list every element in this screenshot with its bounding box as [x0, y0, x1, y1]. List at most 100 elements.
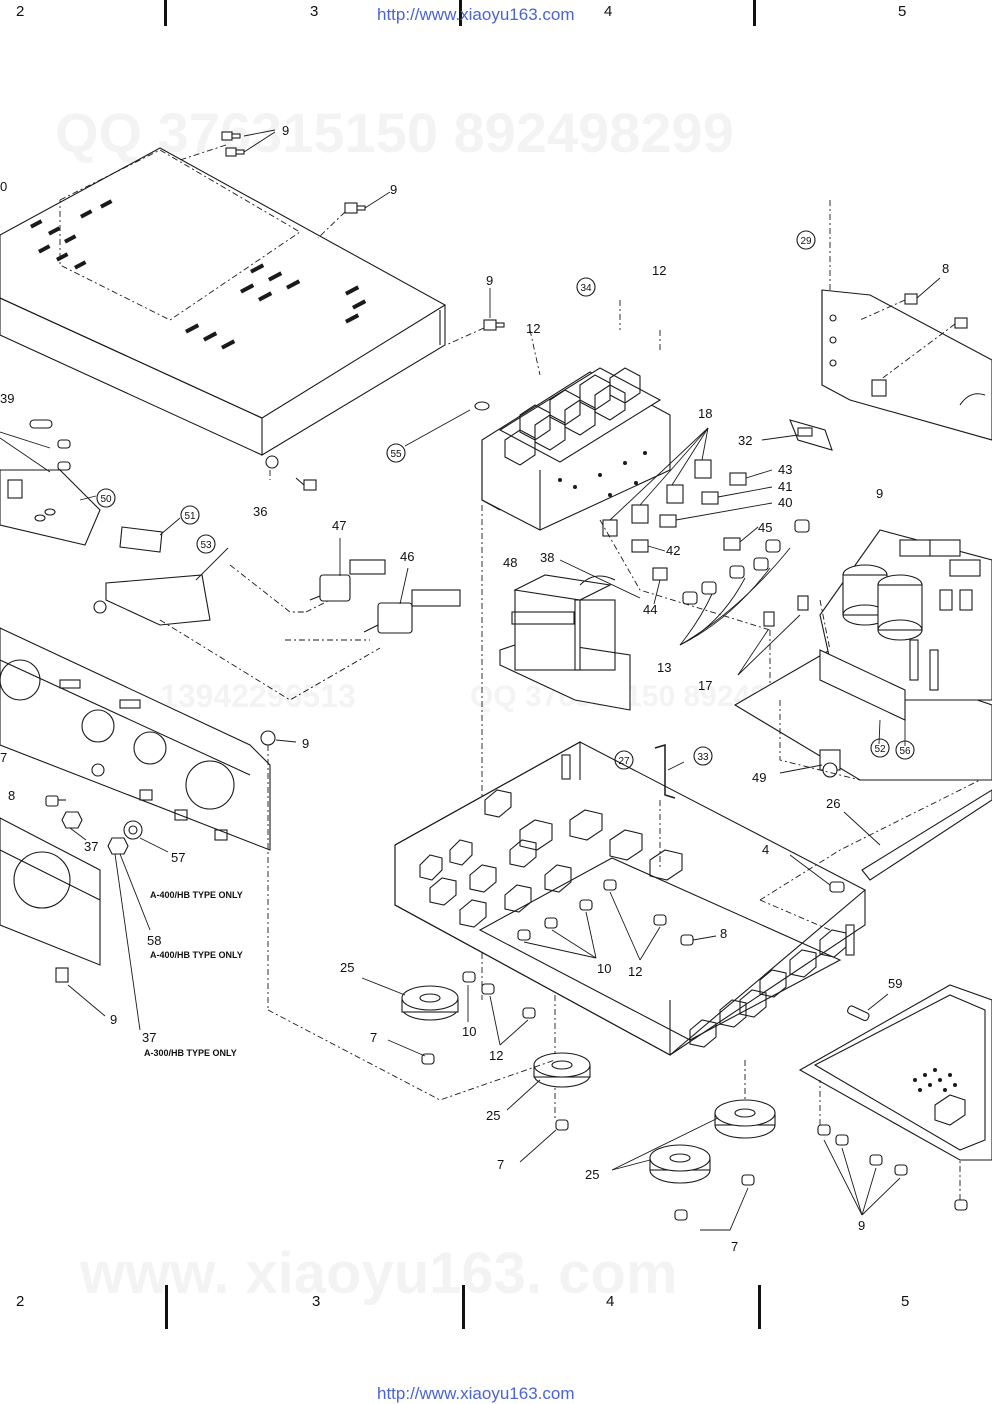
callout-label: 12	[652, 263, 666, 278]
top-ruler: 2 3 4 5 http://www.xiaoyu163.com	[0, 0, 992, 30]
callout-label: 25	[585, 1167, 599, 1182]
callout-label: 7	[497, 1157, 504, 1172]
callout-label: 8	[942, 261, 949, 276]
callout-label: 27	[618, 756, 630, 767]
type-notes: A-400/HB TYPE ONLY A-400/HB TYPE ONLY A-…	[144, 890, 243, 1058]
top-cover	[0, 147, 447, 469]
callout-label: 17	[698, 678, 712, 693]
column-number: 5	[898, 3, 907, 20]
type-note: A-400/HB TYPE ONLY	[150, 950, 243, 960]
feet	[267, 977, 776, 1184]
cover-screws	[179, 129, 505, 491]
callout-label: 13	[657, 660, 671, 675]
callout-label: 56	[899, 746, 911, 757]
callout-label: 7	[0, 750, 7, 765]
callout-label: 12	[526, 321, 540, 336]
callout-label: 50	[100, 494, 112, 505]
fuse-board	[0, 419, 101, 546]
bottom-plate	[798, 984, 992, 1216]
rod-26	[759, 779, 992, 931]
column-number: 2	[16, 3, 25, 20]
callout-label: 40	[778, 495, 792, 510]
callout-label: 59	[888, 976, 902, 991]
callout-label: 37	[142, 1030, 156, 1045]
part-55	[404, 401, 490, 447]
ruler-tick	[164, 0, 167, 26]
callout-label: 12	[489, 1048, 503, 1063]
power-transistors	[602, 427, 773, 605]
watermark-site: www. xiaoyu163. com	[80, 1240, 677, 1307]
callout-label: 45	[758, 520, 772, 535]
callout-label: 26	[826, 796, 840, 811]
front-subpanel	[0, 627, 271, 851]
callout-label: 18	[698, 406, 712, 421]
column-number: 4	[606, 1293, 615, 1310]
callout-label: 9	[486, 273, 493, 288]
callout-label: 39	[0, 391, 14, 406]
screws-13	[679, 519, 810, 646]
callout-label: 42	[666, 543, 680, 558]
heatsink	[481, 367, 671, 1000]
callout-label: 49	[752, 770, 766, 785]
front-fasteners	[45, 730, 297, 1031]
ruler-tick	[753, 0, 756, 26]
column-number: 3	[310, 3, 319, 20]
callout-label: 9	[282, 123, 289, 138]
callout-label: 34	[580, 283, 592, 294]
callout-label: 41	[778, 479, 792, 494]
rear-panel	[821, 277, 992, 441]
callout-labels: 9 9 9 12 12 34 29 8 39 18 32 55 43 41 40…	[0, 123, 949, 1254]
callout-label: 25	[486, 1108, 500, 1123]
chassis-screws	[387, 879, 755, 1231]
callout-label: 7	[731, 1239, 738, 1254]
callout-label: 33	[697, 752, 709, 763]
callout-label: 10	[597, 961, 611, 976]
callout-label: 48	[503, 555, 517, 570]
callout-label: 9	[110, 1012, 117, 1027]
callout-label: 36	[253, 504, 267, 519]
footer-url-link[interactable]: http://www.xiaoyu163.com	[377, 1384, 575, 1403]
callout-label: 46	[400, 549, 414, 564]
callout-label: 57	[171, 850, 185, 865]
front-panel	[0, 817, 106, 1017]
callout-label: 12	[628, 964, 642, 979]
callout-label: 9	[390, 182, 397, 197]
callout-label: 44	[643, 602, 657, 617]
main-pcb	[733, 529, 992, 781]
callout-label: 32	[738, 433, 752, 448]
bottom-ruler: 2 3 4 5	[0, 1285, 992, 1335]
ruler-tick	[165, 1285, 168, 1329]
callout-label: 8	[720, 926, 727, 941]
callout-label: 29	[800, 236, 812, 247]
callout-label: 9	[876, 486, 883, 501]
type-note: A-400/HB TYPE ONLY	[150, 890, 243, 900]
watermark-phone: 13942296513	[160, 678, 356, 715]
switches	[285, 538, 461, 641]
callout-label: 38	[540, 550, 554, 565]
power-transformer	[499, 559, 641, 711]
callout-label: 43	[778, 462, 792, 477]
assembly-lines	[159, 200, 861, 870]
callout-label: 53	[200, 540, 212, 551]
callout-label: 58	[147, 933, 161, 948]
bracket-32	[761, 419, 833, 451]
callout-label: 0	[0, 179, 7, 194]
callout-label: 10	[462, 1024, 476, 1039]
ruler-tick	[459, 0, 462, 26]
column-number: 5	[901, 1293, 910, 1310]
callout-label: 4	[762, 842, 769, 857]
chassis	[394, 741, 866, 1056]
callout-label: 47	[332, 518, 346, 533]
callout-label: 9	[858, 1218, 865, 1233]
callout-label: 9	[302, 736, 309, 751]
header-url-link[interactable]: http://www.xiaoyu163.com	[377, 5, 575, 24]
column-number: 3	[312, 1293, 321, 1310]
type-note: A-300/HB TYPE ONLY	[144, 1048, 237, 1058]
column-number: 4	[604, 3, 613, 20]
callout-label: 52	[874, 744, 886, 755]
ruler-tick	[462, 1285, 465, 1329]
callout-label: 7	[370, 1030, 377, 1045]
callout-label: 51	[184, 511, 196, 522]
callout-label: 25	[340, 960, 354, 975]
